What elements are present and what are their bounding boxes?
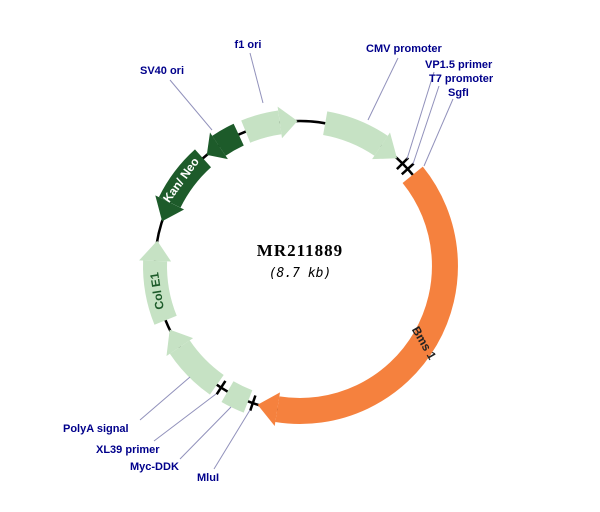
col-e1-body [143,260,177,325]
xl39-tick [215,380,227,395]
cmv-promoter-leader [367,57,399,121]
xl39-primer-leader [153,393,217,442]
cmv-promoter-label: CMV promoter [366,43,443,55]
col-e1-arrowhead [139,240,172,262]
col-e1-arc-label: Col E1 [147,271,167,310]
t7-promoter-leader [412,85,440,165]
sv40-ori-arrow [206,123,244,160]
polya-signal-arrow [166,329,224,395]
polya-signal-label: PolyA signal [63,423,129,435]
f1-ori-leader [249,52,264,104]
sgfi-label: SgfI [448,87,469,99]
f1-ori-arrowhead [277,106,298,139]
mlui-tick [249,395,257,412]
polya-signal-leader [139,376,191,421]
bms1-gene-arrowhead [257,392,280,426]
f1-ori-arrow [241,106,298,143]
t7-promoter-label: T7 promoter [429,73,494,85]
plasmid-name: MR211889 [257,241,343,260]
f1-ori-body [241,110,282,143]
xl39-primer-label: XL39 primer [96,444,160,456]
kan-neo-arrow [155,149,212,222]
mlui-leader [213,409,251,470]
polya-signal-body [169,340,224,395]
vp15-primer-label: VP1.5 primer [425,59,493,71]
leader-lines [139,52,454,470]
sgfi-leader [423,98,454,167]
col-e1-arrow [139,240,177,325]
cmv-promoter-arrowhead [372,132,397,160]
myc-ddk-segment [221,381,253,413]
bms1-gene-arc [257,166,458,426]
kan-neo-arrowhead [155,195,185,222]
plasmid-size: (8.7 kb) [269,266,332,281]
vp15-primer-leader [406,71,435,160]
sv40-ori-body [212,123,244,156]
polya-signal-arrowhead [166,329,194,356]
vp15-t7-tick [396,156,410,170]
myc-ddk-label: Myc-DDK [130,461,179,473]
sv40-ori-arrowhead [206,132,228,160]
mlui-label: MluI [197,472,219,484]
cmv-promoter-arrow [322,111,397,160]
site-ticks [215,156,415,412]
bms1-gene-body [275,166,458,424]
sv40-ori-leader [169,79,213,131]
sv40-ori-label: SV40 ori [140,65,184,77]
sgfi-tick [400,162,415,176]
myc-ddk-leader [179,406,232,460]
cmv-promoter-body [322,111,388,156]
f1-ori-label: f1 ori [235,39,262,51]
kan-neo-body [158,149,212,208]
